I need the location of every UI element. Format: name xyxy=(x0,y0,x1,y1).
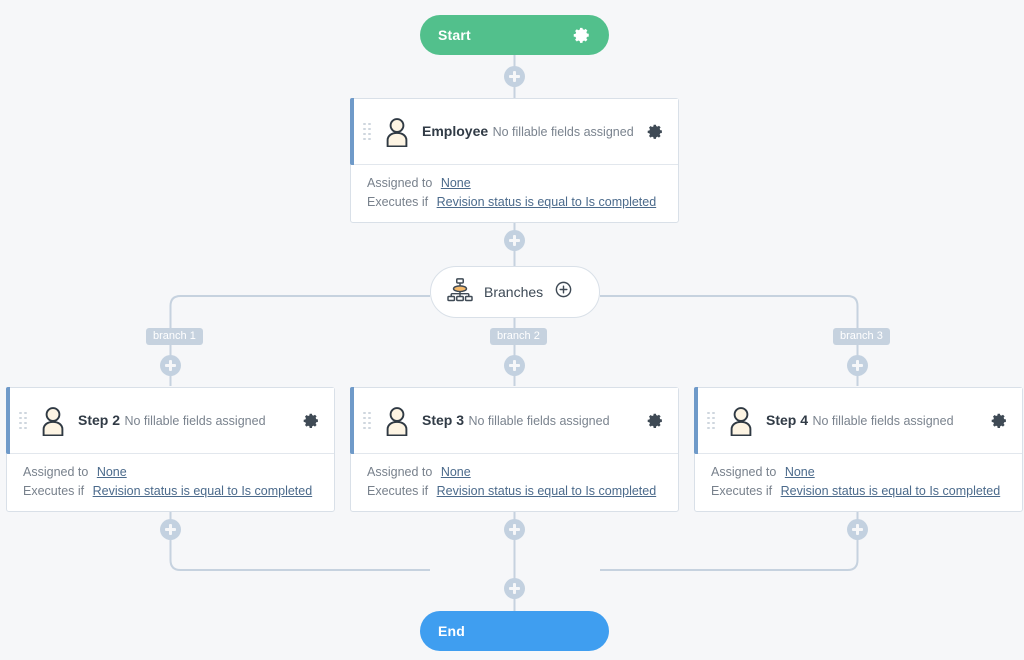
add-step-after-step-3[interactable] xyxy=(504,519,525,540)
add-step-before-end[interactable] xyxy=(504,578,525,599)
branches-label: Branches xyxy=(484,284,544,300)
card-subtitle: No fillable fields assigned xyxy=(812,413,954,428)
branch-tag-3: branch 3 xyxy=(833,328,890,345)
executes-if-row: Executes if Revision status is equal to … xyxy=(367,193,678,212)
executes-if-value[interactable]: Revision status is equal to Is completed xyxy=(436,484,657,498)
card-titles: Step 4 No fillable fields assigned xyxy=(766,412,991,430)
assigned-to-label: Assigned to xyxy=(367,176,433,190)
assigned-to-value[interactable]: None xyxy=(784,465,815,479)
person-icon xyxy=(384,117,410,147)
drag-handle-icon[interactable] xyxy=(363,411,375,430)
card-subtitle: No fillable fields assigned xyxy=(124,413,266,428)
drag-handle-icon[interactable] xyxy=(363,122,375,141)
executes-if-label: Executes if xyxy=(23,484,85,498)
card-header: Step 2 No fillable fields assigned xyxy=(6,387,334,454)
card-title: Step 2 xyxy=(78,411,121,428)
executes-if-value[interactable]: Revision status is equal to Is completed xyxy=(780,484,1001,498)
person-icon xyxy=(728,406,754,436)
add-step-branch-1[interactable] xyxy=(160,355,181,376)
end-node[interactable]: End xyxy=(420,611,609,651)
card-title: Step 3 xyxy=(422,411,465,428)
drag-handle-icon[interactable] xyxy=(19,411,31,430)
add-step-after-step-4[interactable] xyxy=(847,519,868,540)
assigned-to-value[interactable]: None xyxy=(440,176,471,190)
gear-icon[interactable] xyxy=(991,412,1008,429)
circle-plus-icon[interactable] xyxy=(554,280,573,304)
assigned-to-value[interactable]: None xyxy=(440,465,471,479)
person-icon xyxy=(384,406,410,436)
step-card-step-4[interactable]: Step 4 No fillable fields assigned Assig… xyxy=(694,387,1023,512)
add-step-branch-3[interactable] xyxy=(847,355,868,376)
executes-if-label: Executes if xyxy=(367,195,429,209)
start-node-label: Start xyxy=(438,27,471,43)
gear-icon[interactable] xyxy=(303,412,320,429)
assigned-to-row: Assigned to None xyxy=(367,174,678,193)
card-body: Assigned to None Executes if Revision st… xyxy=(695,454,1022,511)
add-step-branch-2[interactable] xyxy=(504,355,525,376)
assigned-to-row: Assigned to None xyxy=(711,463,1022,482)
card-subtitle: No fillable fields assigned xyxy=(492,124,634,139)
step-card-employee[interactable]: Employee No fillable fields assigned Ass… xyxy=(350,98,679,223)
step-card-step-2[interactable]: Step 2 No fillable fields assigned Assig… xyxy=(6,387,335,512)
add-step-after-start[interactable] xyxy=(504,66,525,87)
gear-icon[interactable] xyxy=(573,26,591,44)
executes-if-row: Executes if Revision status is equal to … xyxy=(23,482,334,501)
assigned-to-value[interactable]: None xyxy=(96,465,127,479)
card-titles: Step 3 No fillable fields assigned xyxy=(422,412,647,430)
add-step-after-employee[interactable] xyxy=(504,230,525,251)
branch-tag-1: branch 1 xyxy=(146,328,203,345)
assigned-to-row: Assigned to None xyxy=(23,463,334,482)
executes-if-row: Executes if Revision status is equal to … xyxy=(367,482,678,501)
hierarchy-icon xyxy=(447,277,473,307)
start-node[interactable]: Start xyxy=(420,15,609,55)
card-titles: Step 2 No fillable fields assigned xyxy=(78,412,303,430)
add-step-after-step-2[interactable] xyxy=(160,519,181,540)
assigned-to-label: Assigned to xyxy=(711,465,777,479)
gear-icon[interactable] xyxy=(647,412,664,429)
assigned-to-label: Assigned to xyxy=(23,465,89,479)
card-title: Employee xyxy=(422,122,489,139)
branches-node[interactable]: Branches xyxy=(430,266,600,318)
card-body: Assigned to None Executes if Revision st… xyxy=(7,454,334,511)
card-body: Assigned to None Executes if Revision st… xyxy=(351,165,678,222)
step-card-step-3[interactable]: Step 3 No fillable fields assigned Assig… xyxy=(350,387,679,512)
card-title: Step 4 xyxy=(766,411,809,428)
executes-if-label: Executes if xyxy=(367,484,429,498)
end-node-label: End xyxy=(438,623,466,639)
executes-if-value[interactable]: Revision status is equal to Is completed xyxy=(436,195,657,209)
assigned-to-label: Assigned to xyxy=(367,465,433,479)
gear-icon[interactable] xyxy=(647,123,664,140)
assigned-to-row: Assigned to None xyxy=(367,463,678,482)
card-subtitle: No fillable fields assigned xyxy=(468,413,610,428)
executes-if-label: Executes if xyxy=(711,484,773,498)
drag-handle-icon[interactable] xyxy=(707,411,719,430)
card-body: Assigned to None Executes if Revision st… xyxy=(351,454,678,511)
person-icon xyxy=(40,406,66,436)
executes-if-value[interactable]: Revision status is equal to Is completed xyxy=(92,484,313,498)
card-titles: Employee No fillable fields assigned xyxy=(422,123,647,141)
card-header: Step 4 No fillable fields assigned xyxy=(694,387,1022,454)
card-header: Employee No fillable fields assigned xyxy=(350,98,678,165)
card-header: Step 3 No fillable fields assigned xyxy=(350,387,678,454)
branch-tag-2: branch 2 xyxy=(490,328,547,345)
executes-if-row: Executes if Revision status is equal to … xyxy=(711,482,1022,501)
